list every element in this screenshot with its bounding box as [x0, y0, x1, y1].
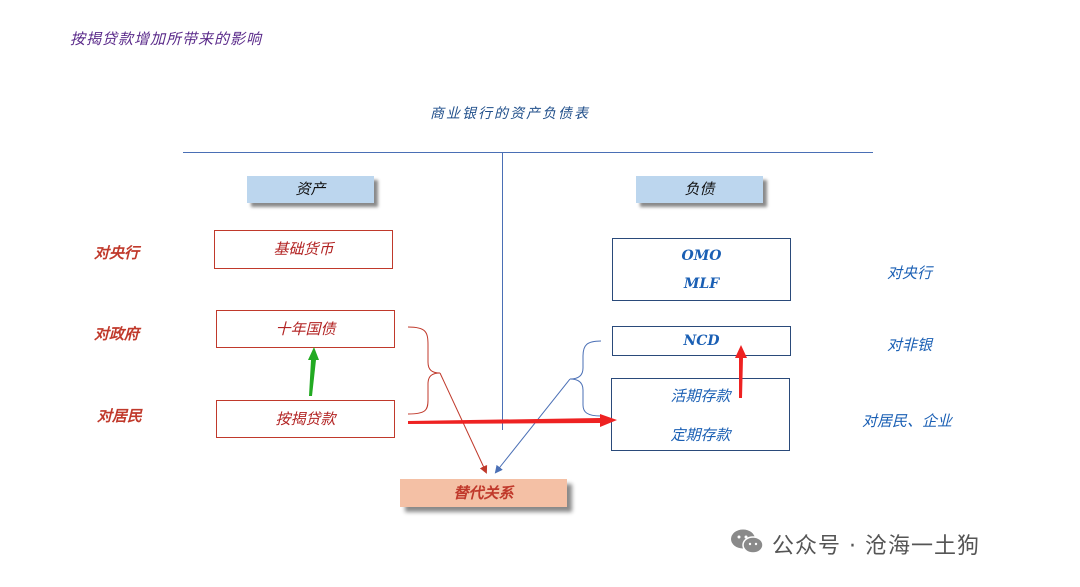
label-non-bank: 对非银 [887, 336, 933, 354]
label-residents: 对居民 [97, 407, 143, 425]
box-ncd: NCD [612, 326, 791, 356]
red-right-arrow [408, 414, 617, 427]
assets-header: 资产 [247, 176, 374, 203]
item-mlf: MLF [683, 276, 720, 292]
liabilities-header: 负债 [636, 176, 763, 203]
t-account-horizontal-line [183, 152, 873, 153]
green-up-arrow [308, 347, 319, 396]
box-central-bank-funding: OMO MLF [612, 238, 791, 301]
t-account-vertical-line [502, 152, 503, 430]
label-government: 对政府 [94, 325, 140, 343]
item-demand-deposits: 活期存款 [670, 387, 731, 405]
asset-bracket [407, 326, 441, 415]
label-central-bank-asset: 对央行 [94, 244, 140, 262]
label-central-bank-liability: 对央行 [887, 264, 933, 282]
item-time-deposits: 定期存款 [670, 426, 731, 444]
box-substitution: 替代关系 [400, 479, 567, 507]
item-omo: OMO [681, 248, 722, 264]
red-up-arrow [735, 345, 747, 398]
balance-sheet-title: 商业银行的资产负债表 [430, 106, 590, 122]
box-treasury-10y: 十年国债 [216, 310, 395, 348]
box-deposits: 活期存款 定期存款 [611, 378, 790, 451]
liability-to-substitution-line [494, 378, 571, 474]
box-mortgage-loans: 按揭贷款 [216, 400, 395, 438]
box-base-money: 基础货币 [214, 230, 393, 269]
label-residents-enterprises: 对居民、企业 [862, 412, 953, 430]
watermark-text: 公众号 · 沧海一土狗 [772, 534, 980, 559]
wechat-icon [730, 528, 764, 556]
liability-bracket [569, 340, 602, 417]
page-title: 按揭贷款增加所带来的影响 [70, 30, 263, 48]
